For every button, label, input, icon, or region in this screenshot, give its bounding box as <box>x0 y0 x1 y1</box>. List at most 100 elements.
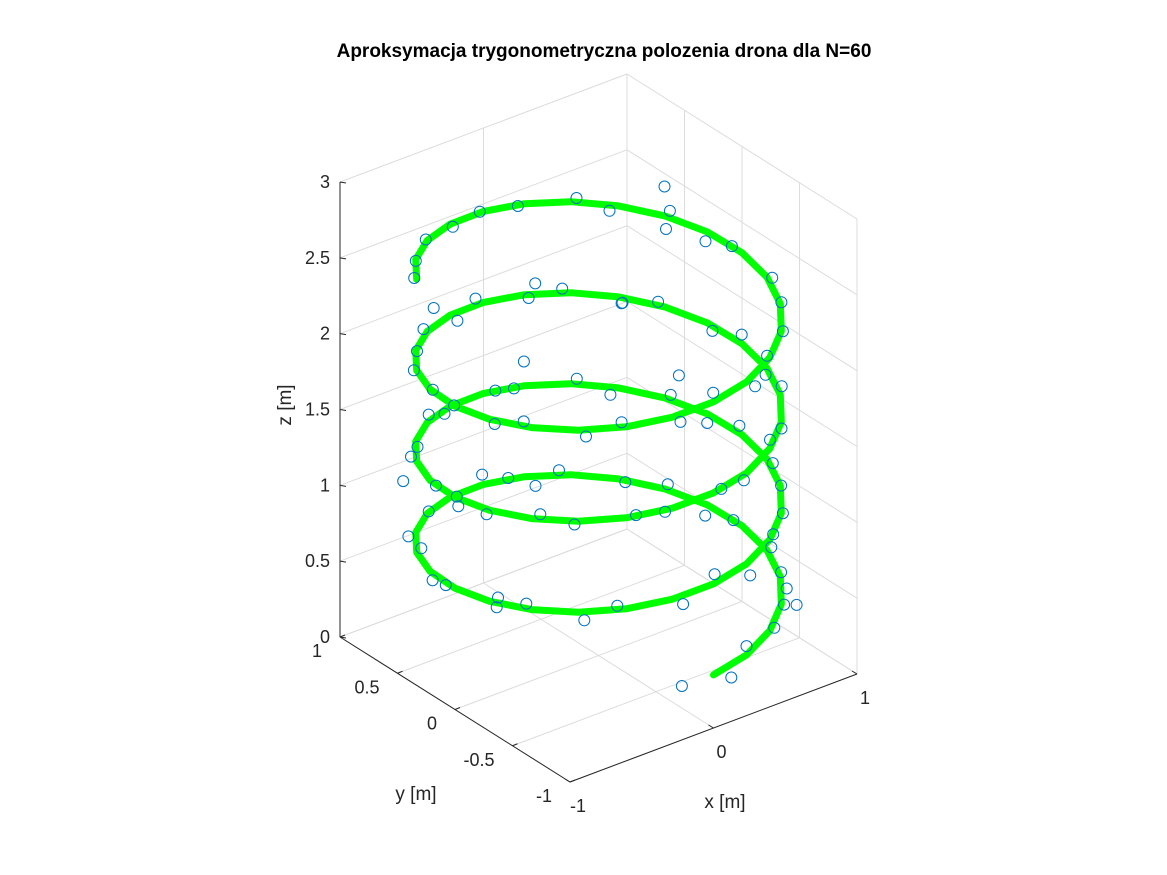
measurement-point <box>775 380 788 393</box>
measurement-point <box>765 541 778 554</box>
measurement-point <box>490 601 503 614</box>
measurement-point <box>489 384 502 397</box>
measurement-point <box>767 528 780 541</box>
measurement-point <box>507 382 520 395</box>
gridline-sidewall-z <box>626 225 858 372</box>
measurement-point <box>715 482 728 495</box>
measurement-point <box>417 323 430 336</box>
measurement-point <box>615 297 628 310</box>
measurement-point <box>476 468 489 481</box>
measurement-point <box>672 369 685 382</box>
gridline-floor-y <box>454 601 743 710</box>
measurement-point <box>658 180 671 193</box>
y-tick-label: 0.5 <box>354 677 379 697</box>
measurement-point <box>790 598 803 611</box>
measurement-point <box>451 314 464 327</box>
chart-title: Aproksymacja trygonometryczna polozenia … <box>337 41 872 62</box>
measurement-point <box>652 295 665 308</box>
measurement-point <box>707 386 720 399</box>
measurement-point <box>502 472 515 484</box>
y-tick-mark <box>569 779 576 783</box>
measurement-point <box>534 508 547 521</box>
gridline-sidewall-z <box>626 528 858 675</box>
measurement-point <box>427 302 440 314</box>
measurement-point <box>725 671 738 684</box>
measurement-point <box>578 614 591 627</box>
measurement-point <box>520 597 533 610</box>
measurement-point <box>411 440 424 453</box>
x-tick-label: 0 <box>716 742 726 762</box>
measurement-point <box>415 542 428 555</box>
measurement-point <box>619 476 632 489</box>
y-tick-mark <box>512 743 518 747</box>
z-tick-label: 2 <box>320 324 330 344</box>
measurement-point <box>659 505 671 518</box>
measurement-point <box>733 419 746 432</box>
measurement-point <box>556 282 569 295</box>
measurement-point <box>411 345 423 358</box>
measurement-point <box>708 568 721 581</box>
measurement-point <box>407 364 420 377</box>
y-tick-mark <box>397 670 403 674</box>
measurement-point <box>397 475 410 488</box>
measurement-point <box>409 254 422 267</box>
measurement-point <box>419 233 432 246</box>
measurement-point <box>674 415 687 428</box>
measurement-point <box>780 582 793 595</box>
z-tick-mark <box>339 333 347 336</box>
y-tick-mark <box>454 707 461 710</box>
measurement-point <box>766 271 779 284</box>
z-tick-label: 3 <box>320 172 330 192</box>
gridline-backwall-z <box>339 528 628 638</box>
x-tick-mark <box>564 778 571 783</box>
measurement-point <box>725 240 738 253</box>
measurement-point <box>761 349 774 362</box>
z-tick-mark <box>339 560 347 563</box>
measurement-point <box>529 479 542 492</box>
measurement-point <box>675 680 688 692</box>
measurement-point <box>517 355 530 368</box>
measurement-point <box>450 490 463 503</box>
measurement-point <box>529 277 542 290</box>
measurement-point <box>699 509 712 522</box>
gridline-sidewall-z <box>626 73 858 220</box>
measurement-point <box>426 574 439 587</box>
gridline-backwall-z <box>339 376 628 486</box>
measurement-point <box>766 457 779 470</box>
z-tick-mark <box>339 409 347 411</box>
y-tick-label: 0 <box>427 714 437 734</box>
measurement-point <box>568 518 581 531</box>
measurement-point <box>611 599 624 612</box>
z-tick-mark <box>339 257 347 260</box>
measurement-point <box>749 380 762 393</box>
measurement-point <box>663 204 676 217</box>
measurement-point <box>452 500 465 513</box>
measurement-point <box>408 272 421 284</box>
measurement-point <box>553 464 565 477</box>
z-axis-label: z [m] <box>275 384 296 425</box>
measurement-point <box>511 200 524 212</box>
axes <box>339 181 858 783</box>
measurement-point <box>473 205 486 218</box>
measurement-point <box>422 505 435 518</box>
z-tick-label: 0.5 <box>305 551 330 571</box>
approximation-curve <box>412 198 785 679</box>
measurement-point <box>570 372 583 385</box>
gridline-sidewall-z <box>626 301 858 447</box>
y-tick-label: -1 <box>536 786 552 806</box>
gridline-sidewall-z <box>626 149 858 296</box>
z-tick-mark <box>339 636 347 639</box>
measurement-point <box>737 474 750 487</box>
measurement-point <box>735 328 748 341</box>
measurement-point <box>492 591 504 604</box>
measurement-point <box>740 640 753 653</box>
measurement-point <box>615 416 628 429</box>
gridline-floor-y <box>512 637 800 747</box>
y-tick-label: -0.5 <box>463 750 494 770</box>
measurement-point <box>759 368 772 381</box>
measurement-point <box>630 509 642 522</box>
measurement-point <box>775 296 788 309</box>
y-axis-label: y [m] <box>395 784 436 805</box>
measurement-point <box>422 408 435 421</box>
